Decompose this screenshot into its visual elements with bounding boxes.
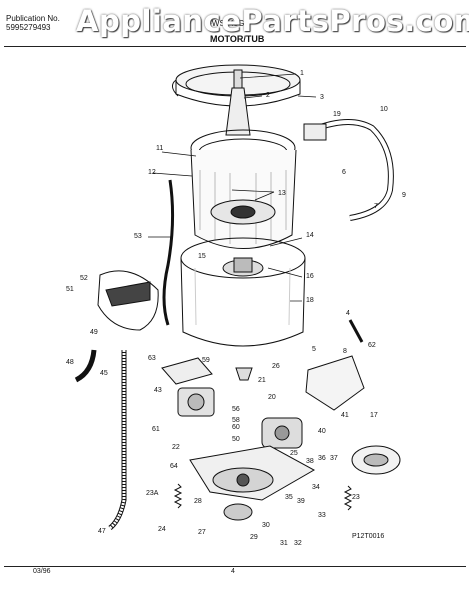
callout-63: 63 <box>148 355 156 362</box>
footer-date: 03/96 <box>33 568 51 575</box>
callout-41: 41 <box>341 412 349 419</box>
callout-32: 32 <box>294 540 302 547</box>
callout-28: 28 <box>194 498 202 505</box>
callout-40: 40 <box>318 428 326 435</box>
section-title: MOTOR/TUB <box>210 34 265 44</box>
callout-48: 48 <box>66 359 74 366</box>
callout-60: 60 <box>232 424 240 431</box>
callout-47: 47 <box>98 528 106 535</box>
publication-number: 5995279493 <box>6 23 51 32</box>
callout-59: 59 <box>202 357 210 364</box>
callout-52: 52 <box>80 275 88 282</box>
drive-pulley <box>223 503 253 521</box>
callout-49: 49 <box>90 329 98 336</box>
callout-7: 7 <box>374 203 378 210</box>
agitator <box>225 69 251 136</box>
centering-spring-left <box>173 483 183 509</box>
callout-38: 38 <box>306 458 314 465</box>
callout-3: 3 <box>320 94 324 101</box>
callout-26: 26 <box>272 363 280 370</box>
callout-23a: 23A <box>146 490 159 497</box>
actuator <box>235 367 253 381</box>
callout-9: 9 <box>402 192 406 199</box>
callout-22: 22 <box>172 444 180 451</box>
callout-5: 5 <box>312 346 316 353</box>
callout-8: 8 <box>343 348 347 355</box>
hose-elbow <box>74 349 97 383</box>
publication-label: Publication No. <box>6 14 60 23</box>
callout-18: 18 <box>306 297 314 304</box>
callout-61: 61 <box>152 426 160 433</box>
footer-page: 4 <box>231 568 235 575</box>
bracket-inset <box>97 270 159 331</box>
mount-plate <box>161 357 213 385</box>
callout-11: 11 <box>156 145 163 152</box>
callout-39: 39 <box>297 498 305 505</box>
callout-21: 21 <box>258 377 266 384</box>
callout-64: 64 <box>170 463 178 470</box>
callout-20: 20 <box>268 394 276 401</box>
callout-14: 14 <box>306 232 314 239</box>
callout-6: 6 <box>342 169 346 176</box>
callout-36: 36 <box>318 455 326 462</box>
callout-45: 45 <box>100 370 108 377</box>
callout-13: 13 <box>278 190 286 197</box>
footer-rule <box>4 566 466 567</box>
centering-spring-right <box>343 485 353 511</box>
motor-base-frame <box>189 445 316 501</box>
transmission <box>261 417 303 449</box>
callout-27: 27 <box>198 529 206 536</box>
spin-basket <box>190 149 297 249</box>
callout-24: 24 <box>158 526 166 533</box>
water-pump <box>177 387 215 417</box>
drawing-id: P12T0016 <box>352 533 385 540</box>
callout-12: 12 <box>148 169 156 176</box>
outer-tub <box>180 237 306 347</box>
model-number: FWS645GF <box>207 19 250 28</box>
callout-50: 50 <box>232 436 240 443</box>
overflow-tube <box>162 179 175 326</box>
callout-58: 58 <box>232 417 240 424</box>
callout-30: 30 <box>262 522 270 529</box>
callout-25: 25 <box>290 450 298 457</box>
clutch-gear <box>351 445 401 475</box>
callout-34: 34 <box>312 484 320 491</box>
callout-19: 19 <box>333 111 341 118</box>
callout-1: 1 <box>300 70 304 77</box>
drain-hose <box>303 118 394 221</box>
callout-33: 33 <box>318 512 326 519</box>
shield-assembly <box>305 319 365 411</box>
callout-10: 10 <box>380 106 388 113</box>
callout-35: 35 <box>285 494 293 501</box>
callout-37: 37 <box>330 455 338 462</box>
watermark: AppliancePartsPros.com <box>76 4 469 38</box>
callout-23: 23 <box>352 494 360 501</box>
callout-43: 43 <box>154 387 162 394</box>
leader-lines <box>148 73 317 302</box>
callout-51: 51 <box>66 286 74 293</box>
callout-29: 29 <box>250 534 258 541</box>
tub-seal-assembly <box>222 257 264 277</box>
callout-31: 31 <box>280 540 288 547</box>
callout-56: 56 <box>232 406 240 413</box>
fill-hose <box>108 350 127 530</box>
callout-2: 2 <box>266 92 270 99</box>
callout-15: 15 <box>198 253 206 260</box>
callout-53: 53 <box>134 233 142 240</box>
callout-4: 4 <box>346 310 350 317</box>
callout-16: 16 <box>306 273 314 280</box>
header-rule <box>4 46 466 47</box>
callout-62: 62 <box>368 342 376 349</box>
callout-17: 17 <box>370 412 378 419</box>
